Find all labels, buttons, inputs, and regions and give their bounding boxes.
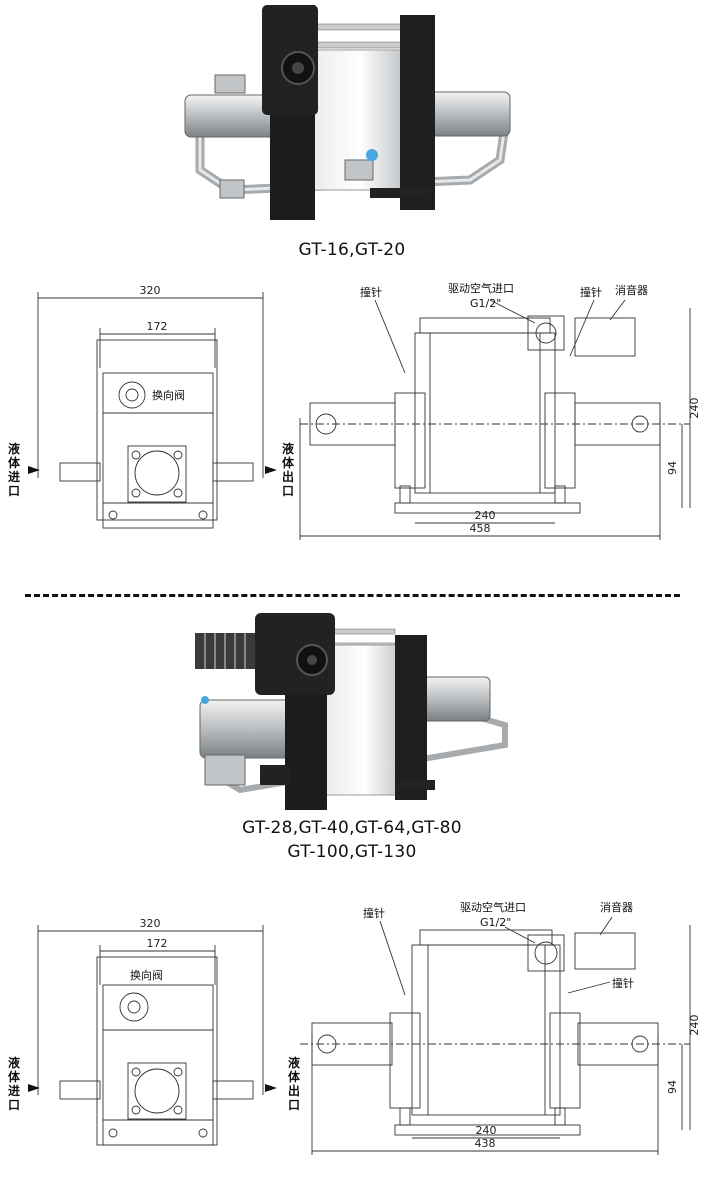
dashed-separator <box>25 594 680 597</box>
svg-text:液: 液 <box>8 441 20 456</box>
dimension-drawing-2: 320 172 换向阀 液 体 进 口 液 体 出 口 撞针 驱动空气进口 G1… <box>8 900 701 1155</box>
air-inlet-label: 驱动空气进口 <box>448 281 514 295</box>
svg-text:口: 口 <box>8 484 20 498</box>
air-inlet-label: 驱动空气进口 <box>460 900 526 914</box>
base-dim: 240 <box>476 1124 497 1137</box>
air-inlet-size: G1/2" <box>480 916 511 929</box>
height-dim: 240 <box>688 398 701 419</box>
outlet-label: 液 体 出 口 <box>288 1055 301 1112</box>
base-dim: 240 <box>475 509 496 522</box>
length-dim: 438 <box>475 1137 496 1150</box>
photo-gt28-gt130 <box>0 605 704 815</box>
muffler-label: 消音器 <box>600 900 633 914</box>
svg-text:液: 液 <box>282 441 294 456</box>
striker2-label: 撞针 <box>580 285 602 299</box>
svg-text:出: 出 <box>282 469 294 484</box>
model-caption-2a: GT-28,GT-40,GT-64,GT-80 <box>242 818 462 838</box>
front-width-dim: 320 <box>140 917 161 930</box>
svg-text:出: 出 <box>288 1083 300 1098</box>
height-dim: 240 <box>688 1015 701 1036</box>
svg-text:液: 液 <box>288 1055 300 1070</box>
valve-label: 换向阀 <box>130 968 163 982</box>
inlet-label: 液 体 进 口 <box>8 441 21 498</box>
svg-text:口: 口 <box>288 1098 300 1112</box>
svg-text:体: 体 <box>8 1069 21 1084</box>
svg-text:体: 体 <box>282 455 295 470</box>
front-inner-dim: 172 <box>147 320 168 333</box>
air-inlet-size: G1/2" <box>470 297 501 310</box>
length-dim: 458 <box>470 522 491 535</box>
model-caption-1: GT-16,GT-20 <box>298 240 406 260</box>
striker2-label: 撞针 <box>612 976 634 990</box>
front-width-dim: 320 <box>140 284 161 297</box>
svg-text:口: 口 <box>8 1098 20 1112</box>
dimension-drawing-1: 320 172 换向阀 液 体 进 口 液 体 出 口 撞针 驱动空气进口 G1… <box>8 281 701 540</box>
outlet-label: 液 体 出 口 <box>282 441 295 498</box>
photo-gt16-gt20 <box>0 0 704 230</box>
front-inner-dim: 172 <box>147 937 168 950</box>
model-caption-2b: GT-100,GT-130 <box>287 842 417 862</box>
svg-text:液: 液 <box>8 1055 20 1070</box>
valve-label: 换向阀 <box>152 388 185 402</box>
pump-photo-2 <box>195 613 508 810</box>
muffler-label: 消音器 <box>615 283 648 297</box>
inlet-label: 液 体 进 口 <box>8 1055 21 1112</box>
pump-photo-1 <box>184 5 511 220</box>
drawing-section-2: 320 172 换向阀 液 体 进 口 液 体 出 口 撞针 驱动空气进口 G1… <box>0 895 704 1195</box>
axis-dim: 94 <box>666 461 679 475</box>
svg-text:体: 体 <box>288 1069 301 1084</box>
striker-label: 撞针 <box>360 285 382 299</box>
striker-label: 撞针 <box>363 906 385 920</box>
axis-dim: 94 <box>666 1080 679 1094</box>
svg-text:进: 进 <box>8 469 20 484</box>
svg-text:口: 口 <box>282 484 294 498</box>
drawing-section-1: 320 172 换向阀 液 体 进 口 液 体 出 口 撞针 驱动空气进口 G1… <box>0 278 704 578</box>
svg-text:体: 体 <box>8 455 21 470</box>
svg-text:进: 进 <box>8 1083 20 1098</box>
